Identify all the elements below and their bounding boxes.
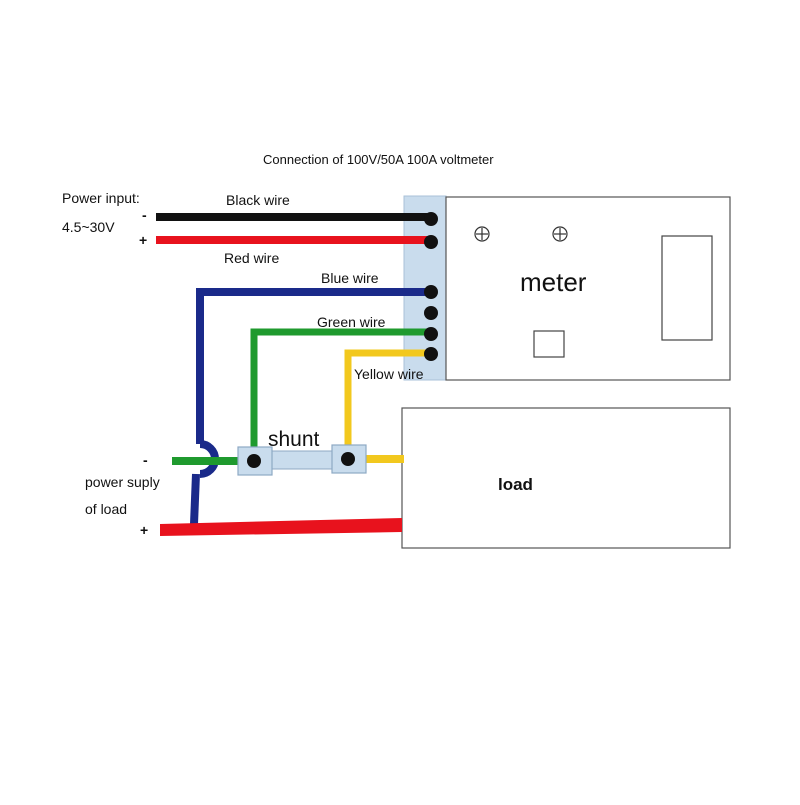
diagram-title: Connection of 100V/50A 100A voltmeter <box>263 152 494 167</box>
power-input-label: Power input: <box>62 190 140 206</box>
meter-terminal <box>424 306 438 320</box>
power-input-plus: + <box>139 232 147 248</box>
meter-terminal <box>424 327 438 341</box>
blue-wire <box>190 473 200 525</box>
adjust-screw-icon <box>552 226 568 242</box>
shunt-label: shunt <box>268 428 320 451</box>
blue-wire <box>196 288 430 444</box>
meter-label: meter <box>520 267 587 297</box>
shunt-screw-right <box>341 452 355 466</box>
red-wire-label: Red wire <box>224 250 279 266</box>
power-input-minus: - <box>142 207 147 223</box>
load-box <box>401 407 731 549</box>
power-input-range: 4.5~30V <box>62 219 115 235</box>
meter-terminal <box>424 212 438 226</box>
blue-wire-label: Blue wire <box>321 270 379 286</box>
red-wire-load-plus <box>160 518 402 536</box>
load-supply-label-line1: power suply <box>85 474 160 490</box>
load-supply-minus: - <box>143 452 148 468</box>
meter-terminal <box>424 347 438 361</box>
meter-terminal <box>424 235 438 249</box>
load-supply-label-line2: of load <box>85 501 127 517</box>
black-wire-label: Black wire <box>226 192 290 208</box>
meter-small-window <box>533 330 565 358</box>
yellow-wire <box>344 349 430 452</box>
yellow-wire-label: Yellow wire <box>354 366 424 382</box>
adjust-screw-icon <box>474 226 490 242</box>
load-supply-plus: + <box>140 522 148 538</box>
green-wire-label: Green wire <box>317 314 386 330</box>
shunt-screw-left <box>247 454 261 468</box>
load-label: load <box>498 475 533 494</box>
green-wire <box>250 328 430 452</box>
meter-terminal <box>424 285 438 299</box>
meter-display <box>661 235 713 341</box>
